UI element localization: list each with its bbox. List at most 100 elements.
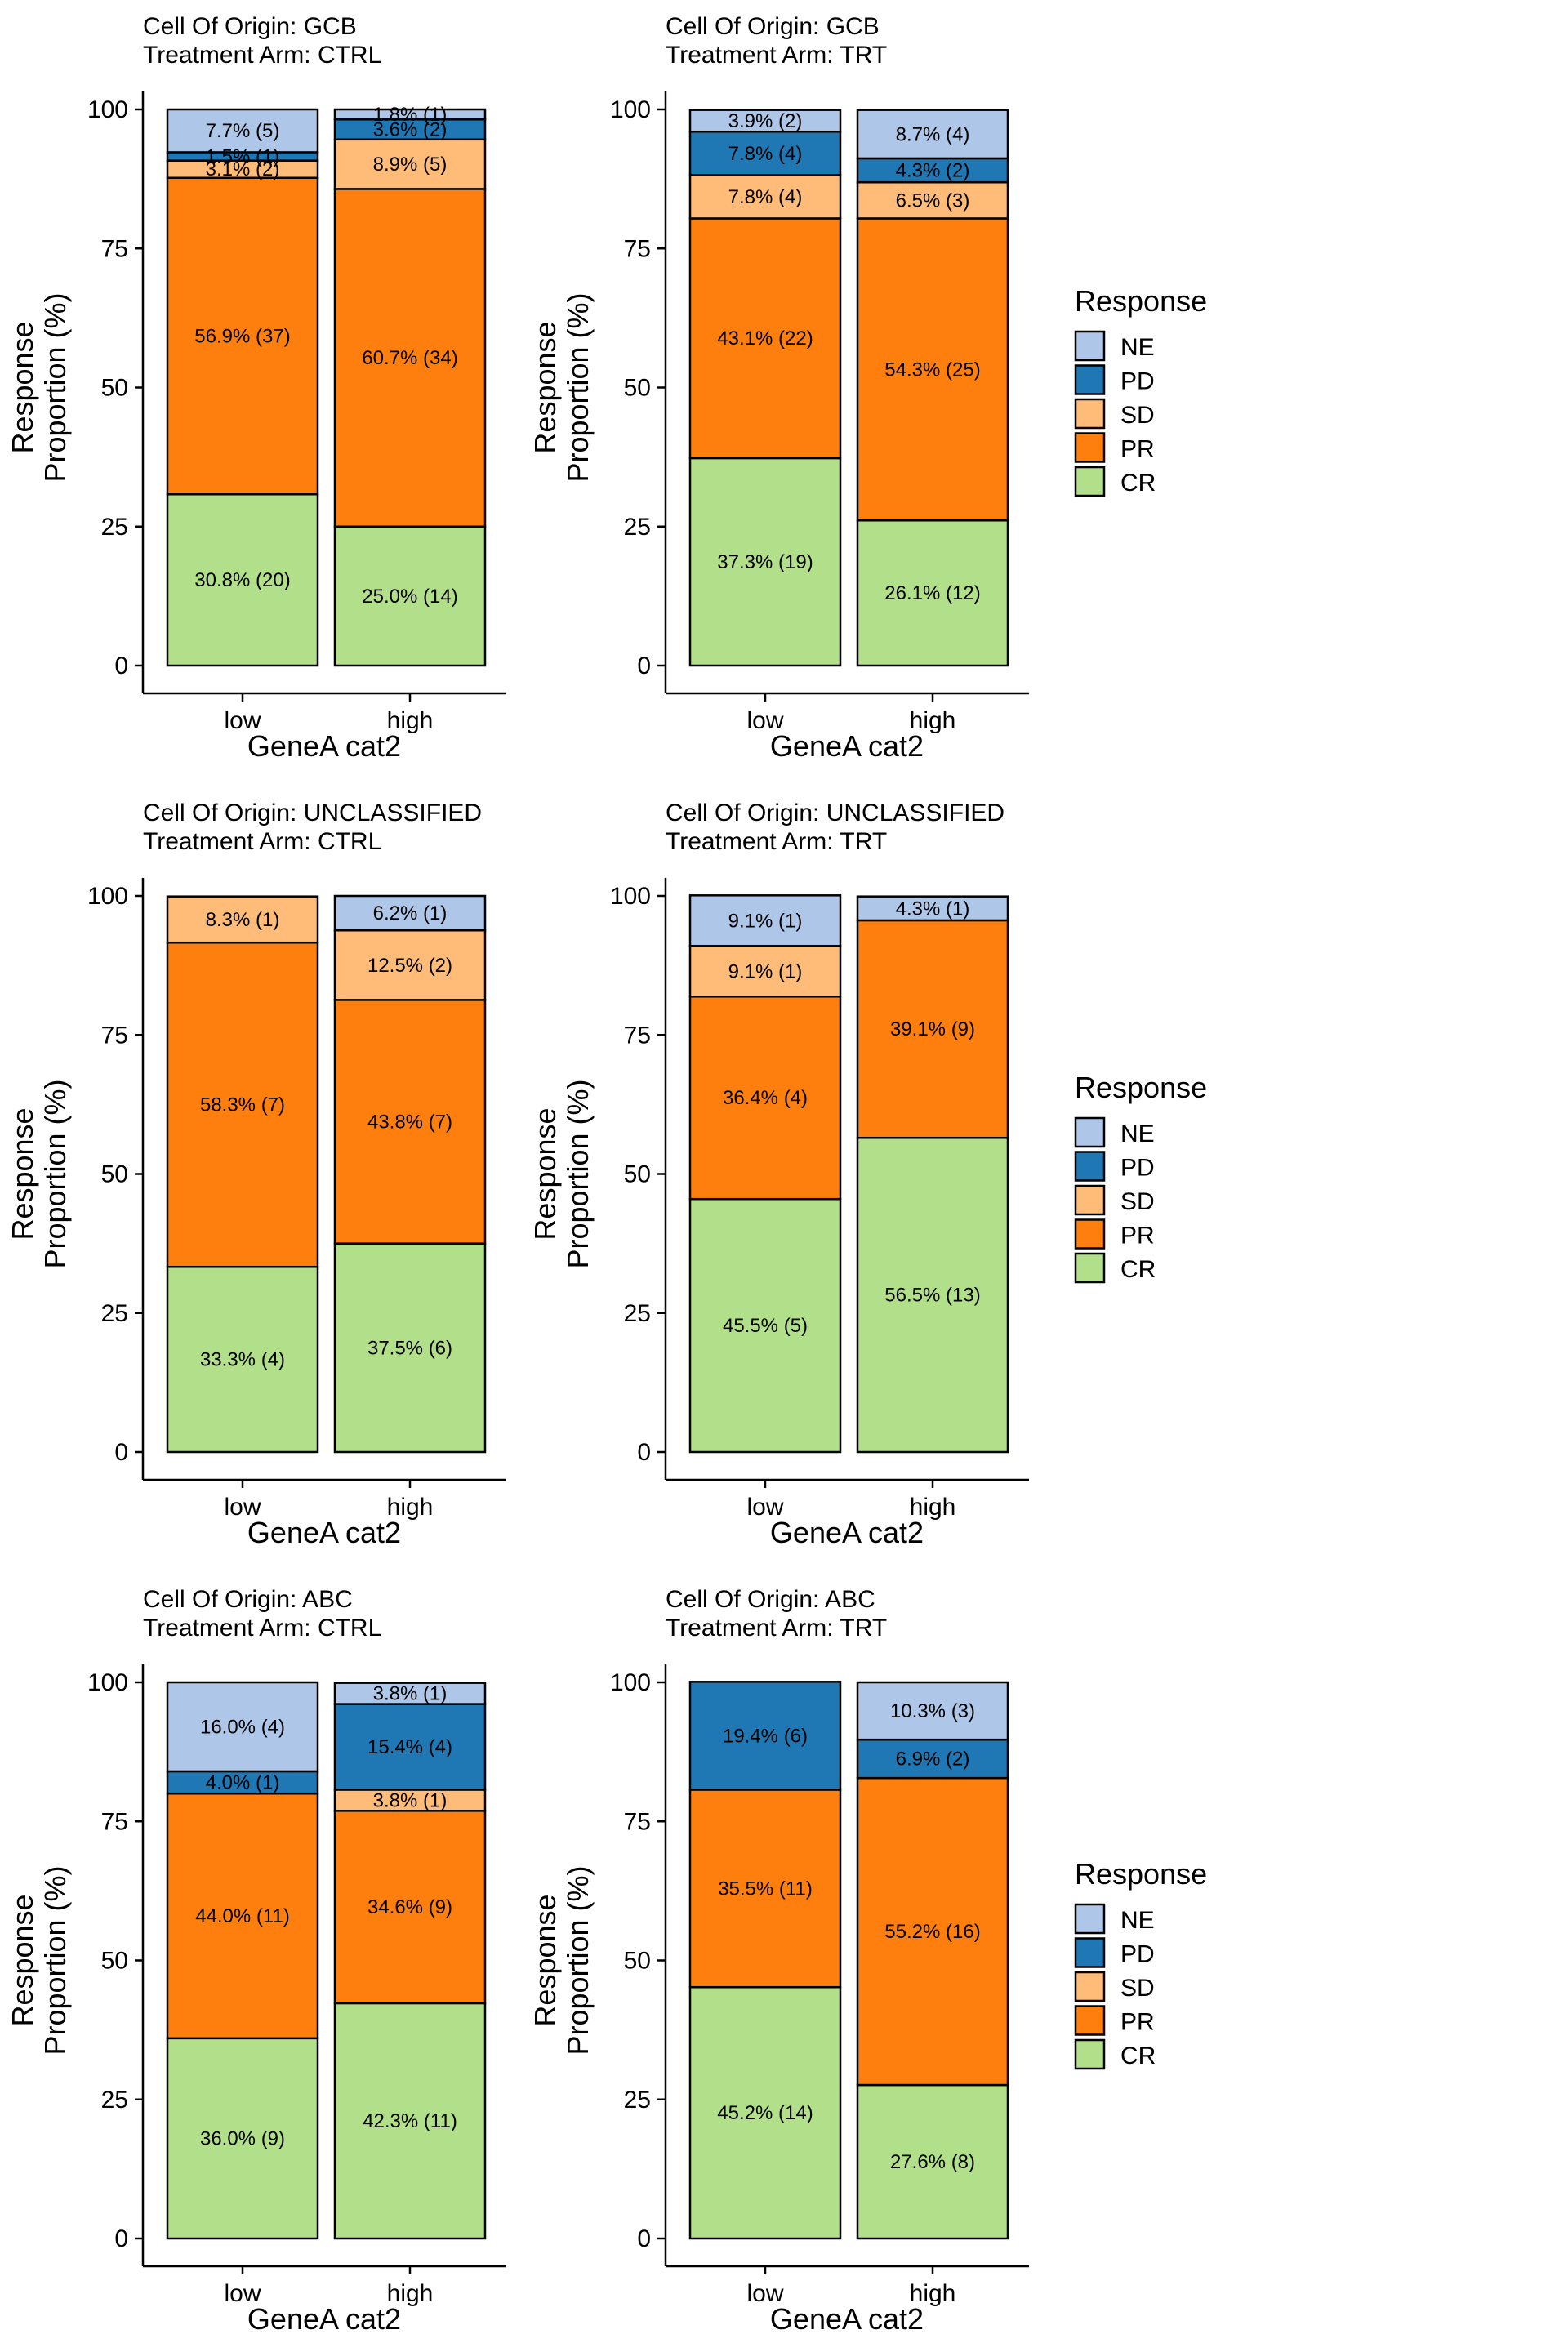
bar-segment-pr — [688, 996, 842, 1200]
y-axis-title-line: Response — [6, 1107, 39, 1240]
data-label: 1.8% (1) — [373, 104, 448, 126]
data-label: 45.2% (14) — [717, 2102, 813, 2124]
legend-title: Response — [1075, 1857, 1207, 1891]
data-label: 27.6% (8) — [890, 2151, 975, 2173]
data-label: 44.0% (11) — [195, 1905, 290, 1927]
bar-segment-cr — [688, 1197, 842, 1454]
x-tick-label: low — [746, 707, 783, 734]
y-tick-label: 50 — [101, 1948, 128, 1975]
panel-title-line: Treatment Arm: TRT — [666, 1615, 887, 1642]
bar-segment-pr — [333, 999, 487, 1245]
legend-swatch-cr — [1074, 466, 1106, 497]
y-axis-title-line: Proportion (%) — [561, 292, 595, 482]
data-label: 10.3% (3) — [890, 1700, 975, 1722]
legend-swatch-pr — [1074, 2005, 1106, 2036]
bar-segment-sd — [166, 895, 319, 944]
x-axis-title: GeneA cat2 — [247, 1516, 401, 1549]
x-axis-title: GeneA cat2 — [247, 729, 401, 763]
y-tick-label: 100 — [610, 883, 651, 910]
legend-swatch-cr — [1074, 1252, 1106, 1284]
data-label: 42.3% (11) — [363, 2110, 457, 2132]
bar-segment-ne — [856, 1681, 1009, 1741]
data-label: 36.4% (4) — [723, 1087, 808, 1109]
data-label: 3.6% (2) — [373, 119, 448, 141]
bar-segment-pr — [166, 1792, 319, 2040]
y-tick-label: 100 — [87, 883, 128, 910]
data-label: 9.1% (1) — [728, 910, 803, 932]
y-tick-label: 25 — [624, 514, 651, 541]
y-tick-label: 50 — [101, 375, 128, 402]
y-tick-label: 25 — [101, 2087, 128, 2114]
legend-title: Response — [1075, 1071, 1207, 1104]
y-tick-label: 100 — [87, 96, 128, 123]
data-label: 8.9% (5) — [373, 154, 448, 176]
bar-segment-pd — [166, 1770, 319, 1795]
y-axis-title-line: Proportion (%) — [38, 1865, 72, 2055]
bar-segment-pr — [166, 941, 319, 1268]
bar-segment-cr — [333, 1242, 487, 1454]
bar-segment-cr — [688, 1985, 842, 2240]
bar-segment-ne — [856, 895, 1009, 922]
panel-title-line: Cell Of Origin: ABC — [666, 1586, 875, 1613]
y-axis-title-line: Response — [6, 1894, 39, 2026]
legend-label: PD — [1120, 1155, 1155, 1182]
y-tick-label: 25 — [624, 2087, 651, 2114]
y-tick-label: 100 — [610, 96, 651, 123]
data-label: 39.1% (9) — [890, 1018, 975, 1040]
x-tick-label: low — [746, 2280, 783, 2307]
bar-segment-pr — [688, 1788, 842, 1989]
y-axis-title-line: Response — [528, 1894, 562, 2026]
panel-title-line: Cell Of Origin: UNCLASSIFIED — [143, 800, 482, 826]
panel-title-line: Treatment Arm: TRT — [666, 828, 887, 855]
bar-segment-pr — [688, 217, 842, 460]
legend-label: PD — [1120, 368, 1155, 395]
data-label: 4.0% (1) — [206, 1772, 280, 1794]
legend-label: PR — [1120, 1223, 1155, 1250]
data-label: 56.9% (37) — [194, 326, 290, 348]
legend-swatch-ne — [1074, 1116, 1106, 1148]
y-tick-label: 50 — [101, 1161, 128, 1188]
bar-segment-ne — [688, 109, 842, 133]
legend-label: NE — [1120, 334, 1155, 361]
x-tick-label: high — [387, 1494, 434, 1521]
legend-label: NE — [1120, 1907, 1155, 1934]
bar-segment-ne — [333, 108, 487, 121]
data-label: 8.3% (1) — [206, 909, 280, 931]
y-tick-label: 75 — [624, 1022, 651, 1049]
legend-swatch-sd — [1074, 398, 1106, 430]
panel-title-line: Treatment Arm: TRT — [666, 42, 887, 69]
data-label: 54.3% (25) — [884, 359, 980, 381]
data-label: 15.4% (4) — [368, 1736, 452, 1758]
legend-label: PD — [1120, 1941, 1155, 1968]
bar-segment-cr — [333, 2002, 487, 2240]
data-label: 45.5% (5) — [723, 1315, 808, 1337]
data-label: 19.4% (6) — [723, 1725, 808, 1747]
panel-title-line: Cell Of Origin: UNCLASSIFIED — [666, 800, 1004, 826]
data-label: 58.3% (7) — [200, 1094, 285, 1116]
x-tick-label: high — [387, 707, 434, 734]
y-axis-title-line: Response — [528, 321, 562, 453]
bar-segment-cr — [166, 493, 319, 667]
bar-segment-ne — [856, 109, 1009, 160]
bar-segment-sd — [688, 174, 842, 220]
y-tick-label: 50 — [624, 1948, 651, 1975]
y-tick-label: 50 — [624, 1161, 651, 1188]
data-label: 7.8% (4) — [728, 143, 803, 165]
legend-swatch-pd — [1074, 1151, 1106, 1182]
x-tick-label: low — [224, 1494, 261, 1521]
data-label: 25.0% (14) — [362, 586, 457, 608]
bar-segment-cr — [856, 1136, 1009, 1454]
data-label: 35.5% (11) — [718, 1878, 813, 1900]
y-tick-label: 75 — [101, 1808, 128, 1835]
x-axis-title: GeneA cat2 — [770, 2302, 924, 2336]
legend-label: CR — [1120, 1256, 1156, 1283]
bar-segment-pr — [856, 217, 1009, 522]
data-label: 4.3% (2) — [896, 160, 970, 182]
